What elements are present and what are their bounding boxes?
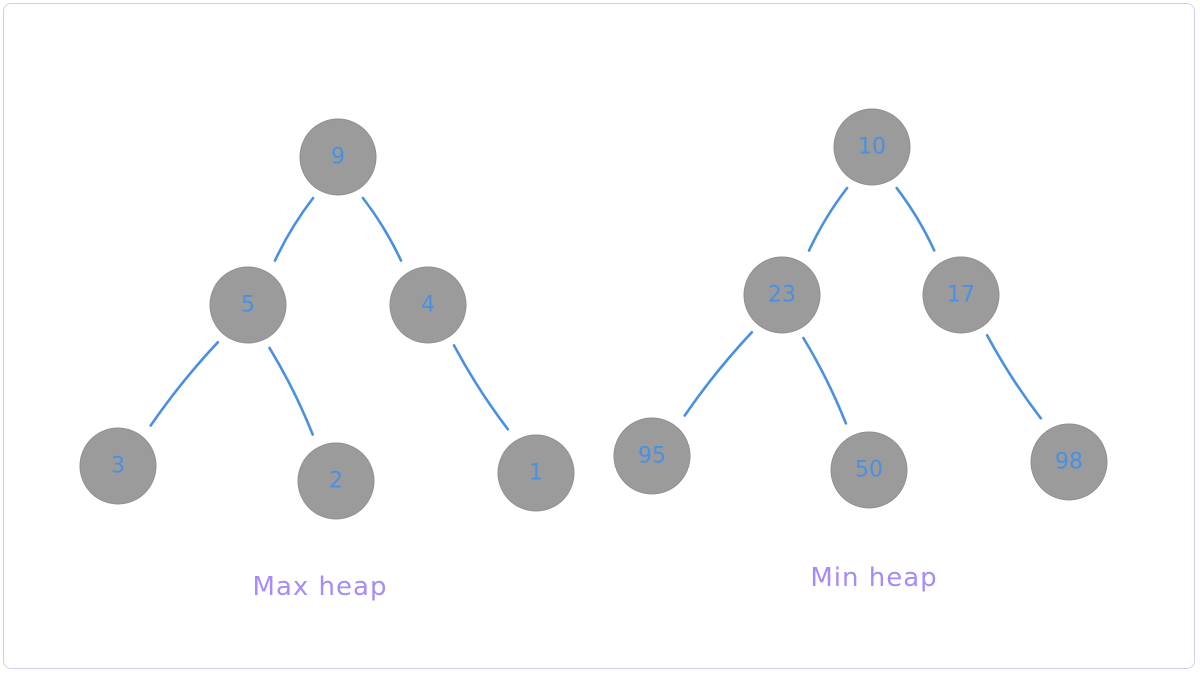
edge-mx-9-to-mx-5 <box>273 196 315 262</box>
node-circle <box>922 256 1000 334</box>
node-label: 23 <box>768 283 796 308</box>
edge-mx-5-to-mx-2 <box>268 346 314 436</box>
edge-mn-23-to-mn-95 <box>683 331 754 417</box>
node-circle <box>79 427 157 505</box>
node-circle <box>297 442 375 520</box>
edge-mn-10-to-mn-23 <box>807 186 849 252</box>
node-mx-4: 4 <box>389 266 467 344</box>
node-mn-23: 23 <box>743 256 821 334</box>
node-label: 98 <box>1055 450 1083 475</box>
node-circle <box>299 118 377 196</box>
node-mx-3: 3 <box>79 427 157 505</box>
node-mx-2: 2 <box>297 442 375 520</box>
node-circle <box>830 431 908 509</box>
edge-mn-23-to-mn-50 <box>802 336 848 425</box>
node-label: 9 <box>331 145 345 170</box>
node-mx-5: 5 <box>209 266 287 344</box>
captions-layer: Max heap Min heap <box>253 563 937 602</box>
node-label: 2 <box>329 469 343 494</box>
node-label: 1 <box>529 461 543 486</box>
node-label: 10 <box>858 135 886 160</box>
edge-mx-9-to-mx-4 <box>361 196 403 262</box>
caption-min-heap: Min heap <box>810 563 937 593</box>
edge-mn-10-to-mn-17 <box>895 186 936 252</box>
edge-mx-5-to-mx-3 <box>149 341 220 427</box>
node-circle <box>497 434 575 512</box>
node-mn-98: 98 <box>1030 423 1108 501</box>
node-label: 50 <box>855 458 883 483</box>
node-circle <box>209 266 287 344</box>
node-label: 95 <box>638 444 666 469</box>
node-mn-95: 95 <box>613 417 691 495</box>
node-circle <box>389 266 467 344</box>
node-label: 5 <box>241 293 255 318</box>
node-mx-9: 9 <box>299 118 377 196</box>
node-label: 3 <box>111 454 125 479</box>
node-mn-50: 50 <box>830 431 908 509</box>
node-mn-10: 10 <box>833 108 911 186</box>
node-label: 17 <box>947 283 975 308</box>
edge-mn-17-to-mn-98 <box>985 334 1043 420</box>
edges-layer <box>149 186 1043 436</box>
node-mx-1: 1 <box>497 434 575 512</box>
node-circle <box>743 256 821 334</box>
node-circle <box>1030 423 1108 501</box>
edge-mx-4-to-mx-1 <box>452 344 510 431</box>
node-mn-17: 17 <box>922 256 1000 334</box>
diagram-frame <box>3 3 1195 669</box>
node-label: 4 <box>421 293 435 318</box>
caption-max-heap: Max heap <box>253 572 388 602</box>
node-circle <box>833 108 911 186</box>
node-circle <box>613 417 691 495</box>
